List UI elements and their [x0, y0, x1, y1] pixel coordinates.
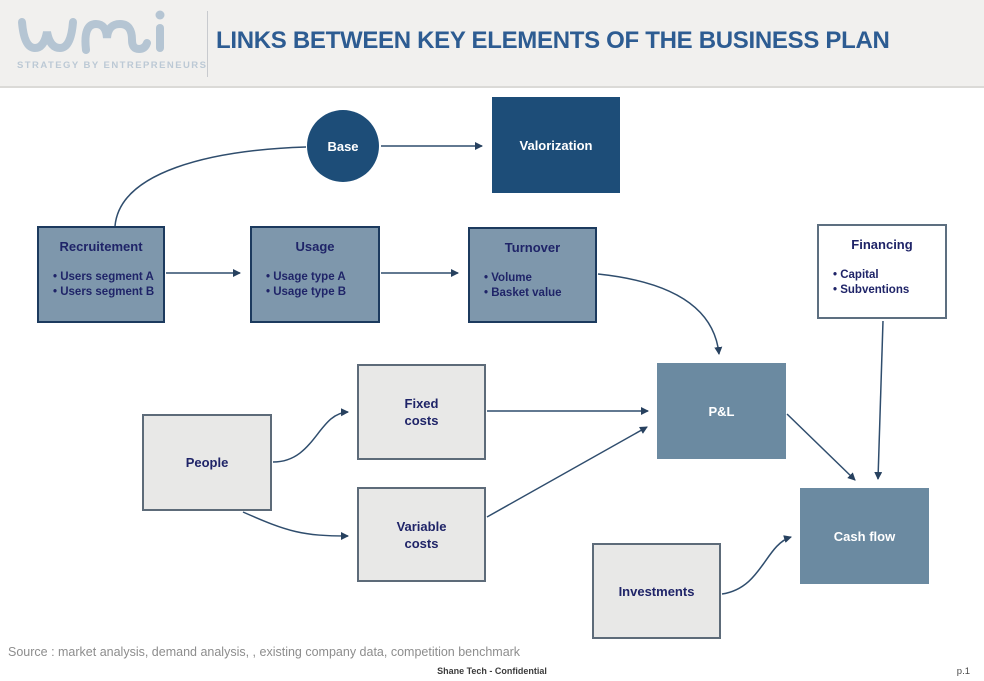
edge-recruitement-base: [114, 146, 307, 227]
node-people-label: People: [185, 455, 229, 470]
node-usage: Usage Usage type A Usage type B: [250, 226, 380, 323]
node-fixed-costs: Fixed costs: [357, 364, 486, 460]
node-fixed-costs-label: Fixed costs: [404, 396, 439, 428]
page-title: LINKS BETWEEN KEY ELEMENTS OF THE BUSINE…: [216, 27, 890, 54]
edge-investments-cashflow: [721, 535, 792, 595]
node-recruitement-label: Recruitement: [59, 239, 143, 254]
node-investments: Investments: [592, 543, 721, 639]
node-financing-bullets: Capital Subventions: [819, 268, 945, 298]
edge-financing-cashflow: [874, 320, 884, 480]
edge-pnl-cashflow: [786, 413, 856, 481]
node-base: Base: [307, 110, 379, 182]
node-turnover-bullets: Volume Basket value: [470, 271, 595, 301]
confidential-note: Shane Tech - Confidential: [437, 666, 547, 676]
node-investments-label: Investments: [618, 583, 695, 599]
wmi-logo-icon: [18, 10, 165, 54]
source-note: Source : market analysis, demand analysi…: [8, 645, 521, 659]
node-financing-label: Financing: [851, 237, 913, 252]
node-variable-costs-label: Variable costs: [396, 518, 447, 551]
node-financing: Financing Capital Subventions: [817, 224, 947, 319]
edge-variablecosts-pnl: [486, 426, 648, 518]
node-recruitement-bullets: Users segment A Users segment B: [39, 270, 163, 300]
edge-turnover-pnl: [597, 273, 723, 355]
node-base-label: Base: [327, 138, 359, 154]
node-pnl-label: P&L: [708, 403, 735, 419]
node-turnover: Turnover Volume Basket value: [468, 227, 597, 323]
edge-people-variablecosts: [242, 511, 349, 540]
node-valorization: Valorization: [492, 97, 620, 193]
header-divider: [207, 11, 208, 77]
node-usage-label: Usage: [295, 239, 335, 254]
node-usage-bullets: Usage type A Usage type B: [252, 270, 378, 300]
node-recruitement: Recruitement Users segment A Users segme…: [37, 226, 165, 323]
node-variable-costs: Variable costs: [357, 487, 486, 582]
node-pnl: P&L: [657, 363, 786, 459]
node-cash-flow: Cash flow: [800, 488, 929, 584]
page-number: p.1: [956, 666, 970, 677]
node-turnover-label: Turnover: [504, 240, 561, 255]
logo-tagline: STRATEGY BY ENTREPRENEURS: [17, 60, 208, 71]
company-logo: STRATEGY BY ENTREPRENEURS: [14, 8, 208, 78]
node-valorization-label: Valorization: [519, 137, 593, 153]
node-cash-flow-label: Cash flow: [833, 528, 896, 544]
node-people: People: [142, 414, 272, 511]
slide-header: STRATEGY BY ENTREPRENEURS LINKS BETWEEN …: [0, 0, 984, 88]
edge-people-fixedcosts: [272, 408, 349, 463]
